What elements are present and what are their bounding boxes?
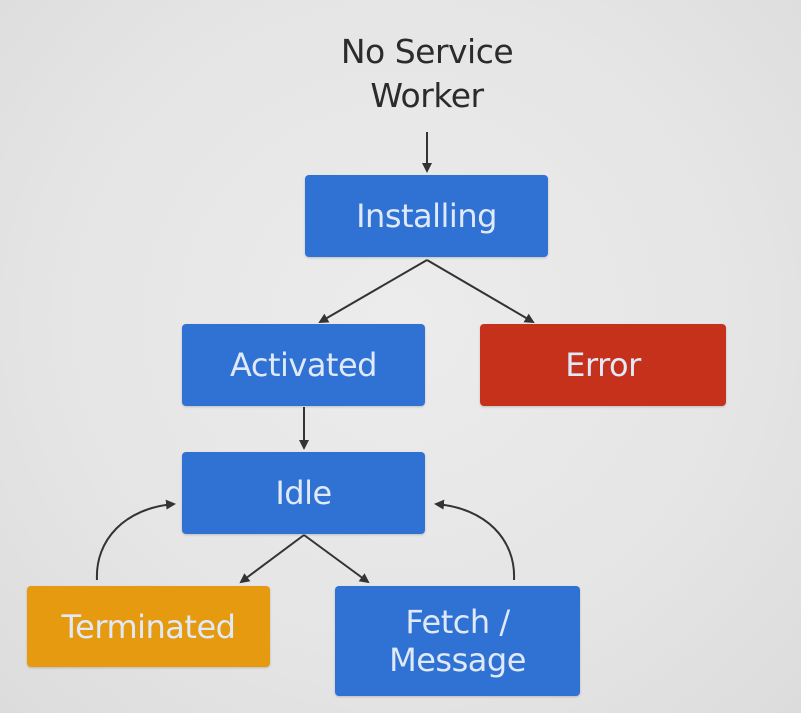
- state-installing: Installing: [305, 175, 548, 257]
- state-activated: Activated: [182, 324, 425, 406]
- arrow-installing-to-activated: [318, 259, 428, 324]
- arrow-terminated-to-idle: [95, 499, 176, 581]
- state-error: Error: [480, 324, 726, 406]
- arrow-idle-to-fetch: [303, 534, 370, 584]
- state-fetch-message: Fetch / Message: [335, 586, 580, 696]
- arrow-fetch-to-idle: [434, 499, 516, 581]
- start-label: No Service Worker: [340, 32, 514, 115]
- arrow-installing-to-error: [426, 259, 535, 324]
- state-terminated: Terminated: [27, 586, 270, 667]
- state-idle: Idle: [182, 452, 425, 534]
- arrow-idle-to-terminated: [239, 534, 305, 584]
